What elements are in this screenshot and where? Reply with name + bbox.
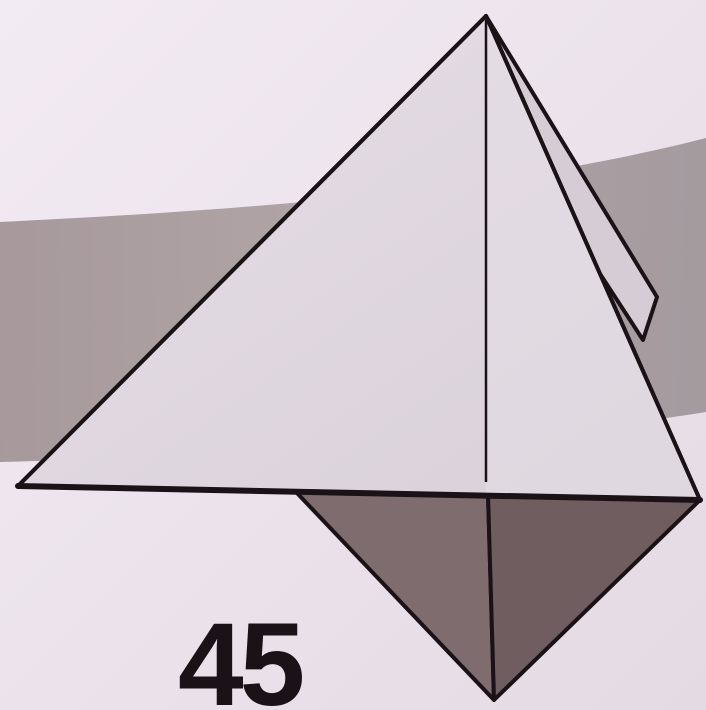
step-number: 45 xyxy=(178,606,348,710)
